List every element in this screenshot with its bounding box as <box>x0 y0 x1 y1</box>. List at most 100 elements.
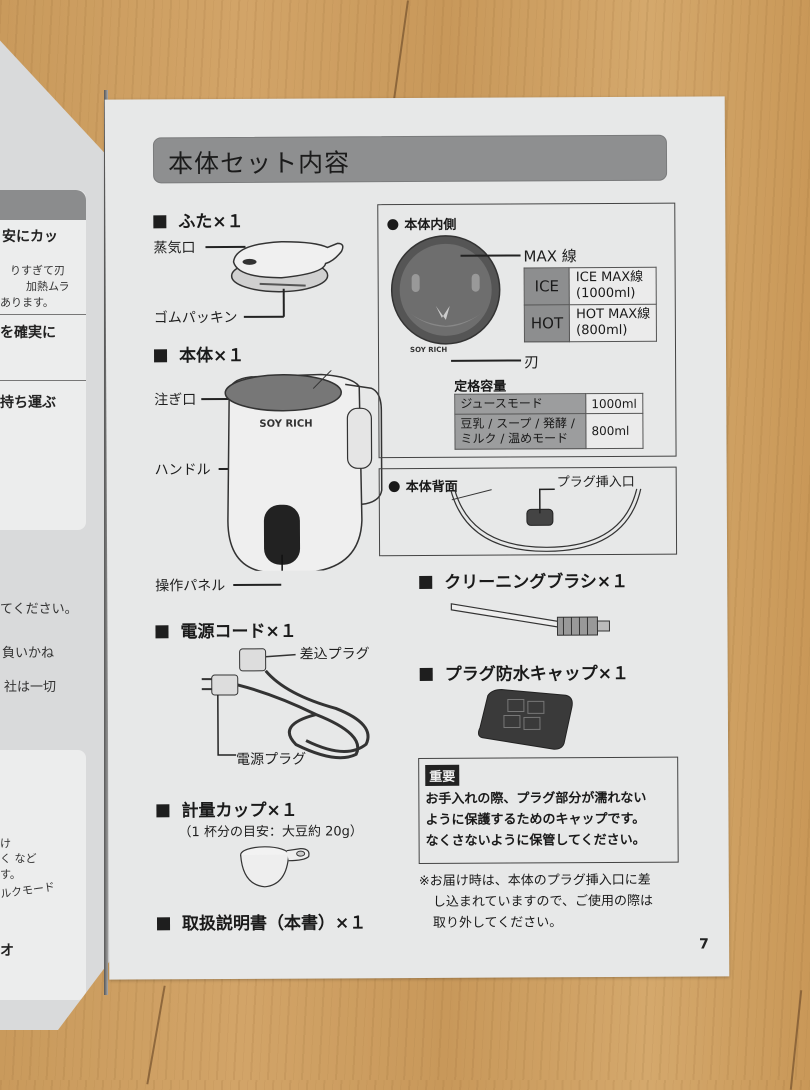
text-line: 取り外してください。 <box>419 912 653 934</box>
leader-line <box>283 289 285 317</box>
section-body-heading: 本体×１ <box>154 341 244 366</box>
heading-text: プラグ防水キャップ×１ <box>445 664 629 685</box>
section-cord-heading: 電源コード×１ <box>155 617 296 643</box>
section-lid-heading: ふた×１ <box>153 207 243 232</box>
section-brush-heading: クリーニングブラシ×１ <box>419 567 628 593</box>
left-fragment: け <box>0 835 11 851</box>
left-fragment: りすぎて刃 <box>10 262 65 278</box>
cup-illustration <box>239 843 319 893</box>
left-fragment: す。 <box>0 866 21 882</box>
left-fragment: 安にカッ <box>2 226 58 246</box>
heading-text: 取扱説明書（本書）×１ <box>182 913 366 934</box>
label-blade: 刃 <box>524 351 539 372</box>
capacity-mode: ジュースモード <box>455 394 586 415</box>
divider <box>0 314 86 315</box>
section-cup-heading: 計量カップ×１ <box>156 796 297 822</box>
text-line: ※お届け時は、本体のプラグ挿入口に差 <box>419 870 653 892</box>
capacity-table: ジュースモード 1000ml 豆乳 / スープ / 発酵 /ミルク / 温めモー… <box>454 393 643 450</box>
capacity-row: ジュースモード 1000ml <box>455 393 643 414</box>
delivery-note: ※お届け時は、本体のプラグ挿入口に差 し込まれていますので、ご使用の際は 取り外… <box>419 870 653 934</box>
max-row-hot: HOT HOT MAX線(800ml) <box>524 304 657 342</box>
heading-text: 本体内側 <box>404 218 456 233</box>
heading-text: 計量カップ×１ <box>181 801 297 822</box>
divider <box>0 380 86 381</box>
svg-text:SOY RICH: SOY RICH <box>410 346 447 354</box>
inside-view-heading: 本体内側 <box>387 214 456 233</box>
page-title-bar: 本体セット内容 <box>153 135 667 184</box>
important-notice: 重要 お手入れの際、プラグ部分が濡れない ように保護するためのキャップです。 な… <box>418 757 679 864</box>
svg-text:SOY RICH: SOY RICH <box>259 419 312 430</box>
floor-seam <box>790 990 802 1090</box>
mode-line: 豆乳 / スープ / 発酵 / <box>460 416 575 431</box>
square-bullet-icon <box>154 349 167 362</box>
value-line: HOT MAX線 <box>576 307 650 322</box>
capacity-mode: 豆乳 / スープ / 発酵 /ミルク / 温めモード <box>455 414 586 450</box>
bullet-dot-icon <box>387 219 398 230</box>
max-line-table: ICE ICE MAX線(1000ml) HOT HOT MAX線(800ml) <box>524 267 658 343</box>
manual-page: 本体セット内容 ふた×１ 蒸気口 ゴムパッキン 本体×１ 注ぎ口 ハンドル SO… <box>105 96 730 979</box>
floor-seam <box>393 0 409 99</box>
heading-text: ふた×１ <box>178 212 243 232</box>
cup-guideline: （1 杯分の目安：大豆約 20g） <box>178 820 362 840</box>
label-steam-vent: 蒸気口 <box>153 237 195 257</box>
cap-illustration <box>478 687 578 752</box>
mode-line: ミルク / 温めモード <box>460 431 568 446</box>
square-bullet-icon <box>156 804 169 817</box>
text-line: し込まれていますので、ご使用の際は <box>419 891 653 913</box>
left-fragment: く など <box>0 850 37 866</box>
important-text: お手入れの際、プラグ部分が濡れない ように保護するためのキャップです。 なくさな… <box>425 788 646 852</box>
left-fragment: あります。 <box>0 294 54 310</box>
heading-text: 電源コード×１ <box>180 622 296 643</box>
left-fragment: 持ち運ぶ <box>0 392 56 412</box>
square-bullet-icon <box>155 625 168 638</box>
left-fragment: 負いかね <box>2 642 54 661</box>
label-gasket: ゴムパッキン <box>154 307 238 327</box>
bullet-dot-icon <box>389 481 400 492</box>
lid-illustration <box>215 233 355 304</box>
back-illustration <box>447 485 647 554</box>
label-spout: 注ぎ口 <box>154 389 196 409</box>
section-manual-heading: 取扱説明書（本書）×１ <box>157 908 366 934</box>
square-bullet-icon <box>419 576 432 589</box>
leader-line <box>244 316 284 318</box>
label-control-panel: 操作パネル <box>155 575 225 595</box>
left-panel-header <box>0 190 86 220</box>
left-fragment: てください。 <box>0 598 78 617</box>
left-fragment: 加熱ムラ <box>26 278 69 294</box>
floor-seam <box>146 986 165 1085</box>
left-fragment: オ <box>0 940 14 960</box>
square-bullet-icon <box>420 668 433 681</box>
text-line: お手入れの際、プラグ部分が濡れない <box>425 788 646 810</box>
text-line: ように保護するためのキャップです。 <box>425 809 646 831</box>
inside-illustration: SOY RICH <box>389 233 520 354</box>
value-line: ICE MAX線 <box>576 270 643 285</box>
hot-max-value: HOT MAX線(800ml) <box>570 304 657 341</box>
capacity-value: 800ml <box>586 413 643 448</box>
square-bullet-icon <box>157 917 170 930</box>
section-cap-heading: プラグ防水キャップ×１ <box>420 659 629 685</box>
leader-line <box>233 584 281 586</box>
label-handle: ハンドル <box>155 459 211 479</box>
capacity-value: 1000ml <box>586 393 643 413</box>
mode-ice: ICE <box>524 268 569 305</box>
leader-line <box>461 254 521 256</box>
heading-text: 本体×１ <box>179 346 244 366</box>
value-line: (1000ml) <box>576 286 636 301</box>
label-power-plug: 電源プラグ <box>236 749 306 769</box>
value-line: (800ml) <box>576 323 627 338</box>
left-fragment: 社は一切 <box>4 676 56 695</box>
important-badge: 重要 <box>425 765 459 786</box>
page-title: 本体セット内容 <box>168 143 350 180</box>
ice-max-value: ICE MAX線(1000ml) <box>569 267 656 304</box>
capacity-heading: 定格容量 <box>454 376 506 395</box>
mode-hot: HOT <box>524 305 569 342</box>
page-number: 7 <box>699 936 709 952</box>
left-fragment: を確実に <box>0 322 56 342</box>
max-row-ice: ICE ICE MAX線(1000ml) <box>524 267 657 305</box>
left-page: 安にカッ りすぎて刃 加熱ムラ あります。 を確実に 持ち運ぶ てください。 負… <box>0 40 110 1030</box>
cord-illustration <box>196 644 387 765</box>
square-bullet-icon <box>153 215 166 228</box>
text-line: なくさないように保管してください。 <box>426 830 647 852</box>
capacity-row: 豆乳 / スープ / 発酵 /ミルク / 温めモード 800ml <box>455 413 643 449</box>
label-max-line: MAX 線 <box>523 245 576 266</box>
